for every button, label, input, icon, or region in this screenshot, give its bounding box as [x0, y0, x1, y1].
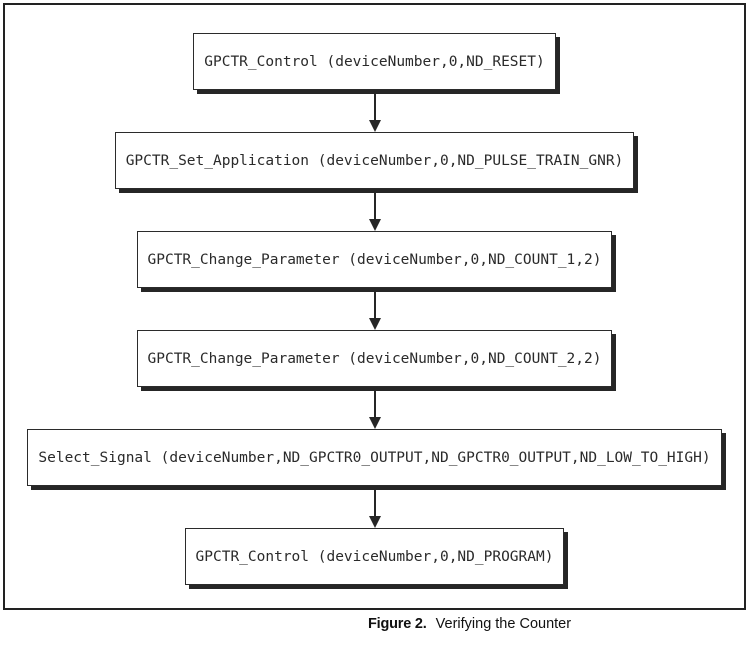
diagram-frame: GPCTR_Control (deviceNumber,0,ND_RESET) …	[3, 3, 746, 610]
flow-step-select-signal: Select_Signal (deviceNumber,ND_GPCTR0_OU…	[27, 429, 722, 486]
flow-step-label: GPCTR_Change_Parameter (deviceNumber,0,N…	[147, 251, 602, 268]
arrow-down-icon	[368, 486, 382, 528]
figure-caption-label: Figure 2.	[368, 616, 427, 632]
arrow-down-icon	[368, 288, 382, 330]
arrow-down-icon	[368, 387, 382, 429]
flow-step-gpctr-control-reset: GPCTR_Control (deviceNumber,0,ND_RESET)	[193, 33, 556, 90]
flow-step-gpctr-control-program: GPCTR_Control (deviceNumber,0,ND_PROGRAM…	[184, 528, 565, 585]
figure-caption: Figure 2. Verifying the Counter	[368, 616, 571, 632]
arrow-shaft	[373, 387, 376, 419]
arrow-down-icon	[368, 189, 382, 231]
arrow-shaft	[373, 189, 376, 221]
flow-step-label: GPCTR_Control (deviceNumber,0,ND_PROGRAM…	[195, 548, 554, 565]
flow-step-label: GPCTR_Control (deviceNumber,0,ND_RESET)	[204, 53, 545, 70]
arrowhead-icon	[368, 120, 381, 132]
arrow-shaft	[373, 288, 376, 320]
arrow-shaft	[373, 486, 376, 518]
flow-step-label: GPCTR_Set_Application (deviceNumber,0,ND…	[125, 152, 624, 169]
arrow-shaft	[373, 90, 376, 122]
arrowhead-icon	[368, 516, 381, 528]
flow-step-gpctr-change-parameter-count1: GPCTR_Change_Parameter (deviceNumber,0,N…	[136, 231, 613, 288]
arrow-down-icon	[368, 90, 382, 132]
flow-step-gpctr-set-application: GPCTR_Set_Application (deviceNumber,0,ND…	[114, 132, 635, 189]
arrowhead-icon	[368, 318, 381, 330]
arrowhead-icon	[368, 417, 381, 429]
flowchart: GPCTR_Control (deviceNumber,0,ND_RESET) …	[5, 5, 744, 585]
arrowhead-icon	[368, 219, 381, 231]
figure-caption-title: Verifying the Counter	[435, 616, 572, 632]
flow-step-label: Select_Signal (deviceNumber,ND_GPCTR0_OU…	[38, 449, 711, 466]
flow-step-label: GPCTR_Change_Parameter (deviceNumber,0,N…	[147, 350, 602, 367]
flow-step-gpctr-change-parameter-count2: GPCTR_Change_Parameter (deviceNumber,0,N…	[136, 330, 613, 387]
